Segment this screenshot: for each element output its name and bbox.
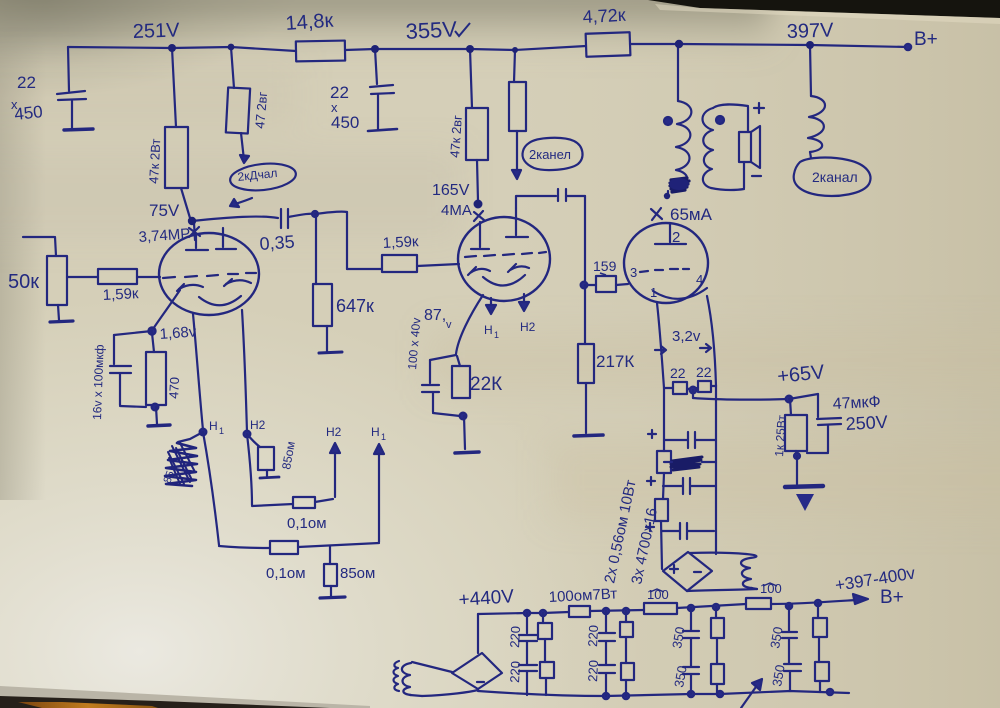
svg-text:220: 220	[585, 660, 601, 682]
svg-text:350: 350	[769, 664, 788, 688]
svg-text:450: 450	[13, 102, 43, 124]
svg-text:251V: 251V	[132, 19, 180, 43]
svg-text:75V: 75V	[149, 201, 180, 220]
svg-text:3,2v: 3,2v	[672, 328, 701, 345]
svg-text:+440V: +440V	[458, 586, 515, 611]
svg-text:85: 85	[162, 469, 177, 485]
svg-text:3: 3	[630, 265, 637, 280]
svg-text:22: 22	[330, 83, 349, 102]
svg-text:22: 22	[17, 73, 36, 92]
svg-text:1: 1	[219, 426, 224, 436]
svg-text:B+: B+	[914, 29, 938, 50]
svg-text:2канал: 2канал	[812, 169, 858, 185]
svg-text:х: х	[11, 97, 18, 112]
svg-text:47 2вг: 47 2вг	[252, 91, 270, 129]
svg-text:1: 1	[381, 432, 386, 442]
svg-text:350: 350	[767, 626, 786, 650]
svg-text:1,68v: 1,68v	[159, 323, 197, 343]
svg-text:647к: 647к	[336, 296, 374, 316]
svg-text:50к: 50к	[8, 271, 39, 293]
svg-text:1,59к: 1,59к	[102, 285, 139, 304]
svg-text:100 х 40v: 100 х 40v	[405, 317, 423, 370]
svg-text:4: 4	[696, 272, 703, 287]
svg-text:65мА: 65мА	[670, 205, 713, 224]
svg-text:14,8к: 14,8к	[285, 10, 334, 35]
svg-text:4МА: 4МА	[441, 202, 472, 219]
svg-text:H2: H2	[520, 320, 536, 334]
svg-text:1: 1	[494, 330, 499, 340]
svg-text:250V: 250V	[845, 412, 888, 434]
svg-text:47к 2Вт: 47к 2Вт	[146, 138, 163, 184]
svg-text:220: 220	[507, 661, 523, 683]
svg-text:47мкФ: 47мкФ	[832, 394, 881, 413]
svg-text:397V: 397V	[786, 19, 834, 43]
svg-text:85ом: 85ом	[340, 565, 375, 582]
svg-text:H2: H2	[326, 425, 342, 439]
svg-text:0,1ом: 0,1ом	[287, 515, 327, 532]
svg-text:85ом: 85ом	[279, 440, 298, 470]
svg-text:2кДчал: 2кДчал	[237, 166, 278, 184]
svg-text:H2: H2	[250, 418, 266, 432]
svg-text:47к 2вг: 47к 2вг	[447, 114, 465, 158]
svg-text:450: 450	[331, 113, 359, 132]
svg-text:350: 350	[671, 665, 690, 689]
svg-text:22К: 22К	[470, 374, 502, 395]
svg-text:0,35: 0,35	[259, 232, 295, 254]
svg-text:22: 22	[670, 365, 686, 381]
svg-text:100ом7Вт: 100ом7Вт	[548, 585, 617, 606]
svg-text:4,72к: 4,72к	[582, 5, 626, 27]
svg-text:1: 1	[650, 285, 657, 300]
svg-text:355V: 355V	[405, 16, 458, 44]
svg-text:H: H	[209, 419, 218, 433]
svg-text:H: H	[371, 425, 380, 439]
svg-text:1к 25Вт: 1к 25Вт	[772, 414, 789, 457]
svg-text:159: 159	[593, 258, 617, 274]
svg-text:217К: 217К	[596, 352, 634, 371]
svg-text:220: 220	[585, 625, 601, 647]
svg-text:0,1ом: 0,1ом	[266, 565, 306, 582]
svg-text:87,: 87,	[424, 307, 446, 324]
svg-text:3,74МР: 3,74МР	[138, 225, 191, 246]
svg-text:2канел: 2канел	[529, 147, 571, 162]
svg-text:350: 350	[669, 626, 688, 650]
svg-text:+65V: +65V	[776, 361, 826, 388]
svg-text:220: 220	[507, 626, 523, 648]
svg-text:2: 2	[672, 229, 680, 246]
svg-text:16v х 100мкф: 16v х 100мкф	[90, 344, 107, 420]
svg-text:B+: B+	[880, 587, 904, 608]
svg-text:1,59к: 1,59к	[382, 233, 419, 252]
svg-text:H: H	[484, 323, 493, 337]
svg-text:v: v	[446, 319, 452, 331]
svg-text:х: х	[331, 100, 338, 115]
svg-text:470: 470	[166, 377, 182, 399]
svg-text:165V: 165V	[432, 182, 470, 199]
svg-text:22: 22	[696, 364, 712, 380]
